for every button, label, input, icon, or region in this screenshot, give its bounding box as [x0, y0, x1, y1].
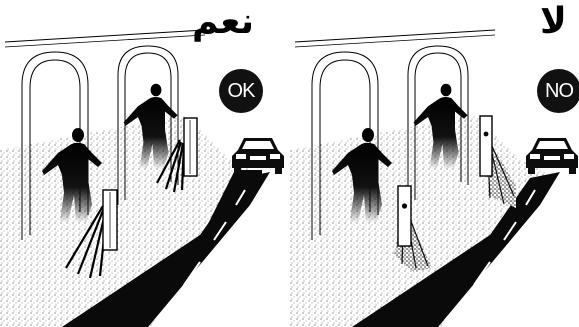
eave-line — [5, 30, 205, 42]
title-no: لا — [540, 2, 567, 42]
panel-incorrect: لا NO — [290, 0, 579, 327]
title-yes: نعم — [192, 2, 254, 42]
scene-incorrect — [290, 0, 579, 327]
eave-line — [295, 35, 495, 47]
sensor-post-icon — [184, 118, 197, 176]
eave-line — [5, 35, 205, 47]
car-icon — [232, 138, 284, 174]
sensor-post-icon — [480, 116, 492, 176]
sensor-post-icon — [103, 190, 117, 250]
sensor-post-icon — [398, 186, 411, 246]
scene-correct — [0, 0, 289, 327]
ok-badge: OK — [219, 69, 263, 113]
car-icon — [526, 138, 578, 174]
panel-correct: نعم OK — [0, 0, 289, 327]
eave-line — [295, 30, 495, 42]
no-badge: NO — [537, 69, 579, 113]
